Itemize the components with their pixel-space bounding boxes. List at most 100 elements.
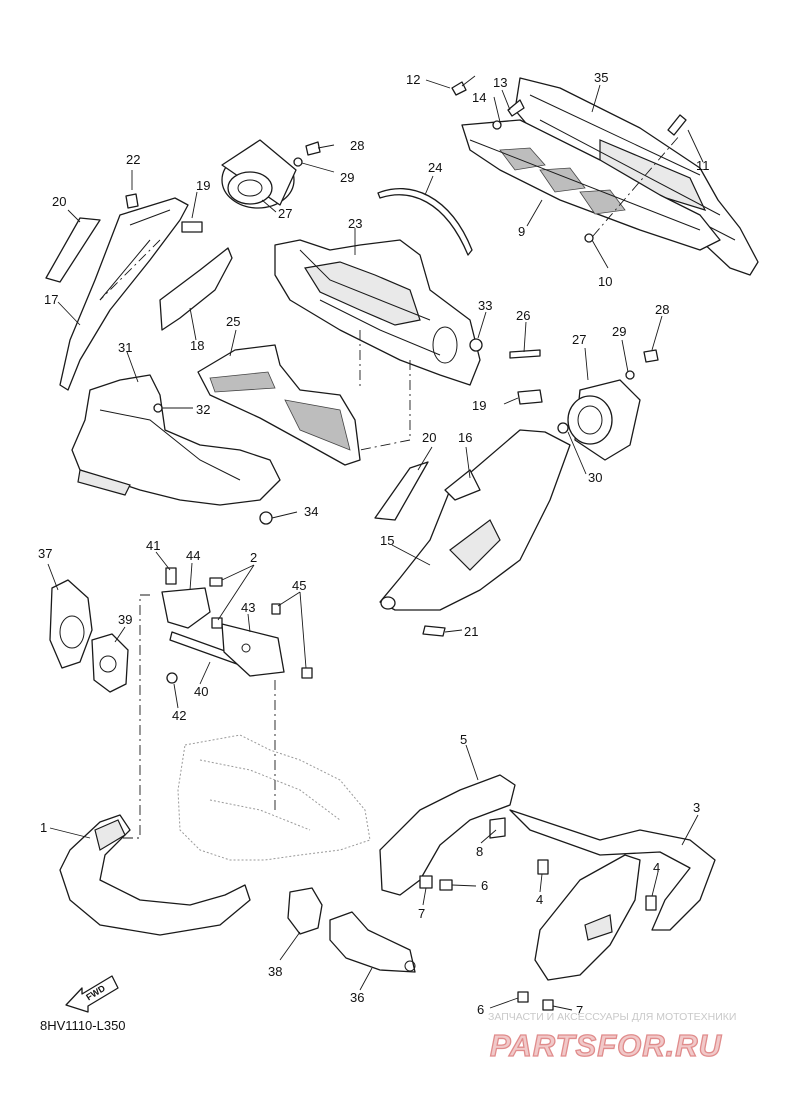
callout-19a: 19 <box>196 178 210 193</box>
pad-19-right <box>517 389 543 405</box>
bolt-21 <box>422 625 446 637</box>
bolt-28-upper <box>305 141 321 156</box>
callout-12: 12 <box>406 72 420 87</box>
part-37-mirror-cover <box>49 579 93 669</box>
callout-5: 5 <box>460 732 467 747</box>
fastener-12 <box>451 75 476 96</box>
callout-37: 37 <box>38 546 52 561</box>
washer-30 <box>557 422 569 434</box>
callout-19b: 19 <box>472 398 486 413</box>
callout-22: 22 <box>126 152 140 167</box>
callout-20b: 20 <box>422 430 436 445</box>
callout-21: 21 <box>464 624 478 639</box>
fastener-10 <box>584 233 594 243</box>
bolt-33 <box>469 338 483 352</box>
callout-39: 39 <box>118 612 132 627</box>
fastener-13 <box>507 99 525 117</box>
callout-43: 43 <box>241 600 255 615</box>
nut-34 <box>259 511 273 525</box>
callout-40: 40 <box>194 684 208 699</box>
bolt-28-right <box>643 349 659 363</box>
callout-9: 9 <box>518 224 525 239</box>
callout-23: 23 <box>348 216 362 231</box>
part-27-right-cup <box>567 379 641 461</box>
washer-29-right <box>625 370 635 380</box>
callout-1: 1 <box>40 820 47 835</box>
callout-15: 15 <box>380 533 394 548</box>
callout-42: 42 <box>172 708 186 723</box>
frame-reference <box>177 734 371 861</box>
nut-7a <box>419 875 433 889</box>
bolt-2a <box>209 577 223 587</box>
nut-42 <box>166 672 178 684</box>
diagram-code: 8HV1110-L350 <box>40 1018 126 1033</box>
callout-30: 30 <box>588 470 602 485</box>
callout-14: 14 <box>472 90 486 105</box>
callout-20a: 20 <box>52 194 66 209</box>
callout-2: 2 <box>250 550 257 565</box>
callout-25: 25 <box>226 314 240 329</box>
part-1-front-cowl <box>59 814 251 936</box>
callout-31: 31 <box>118 340 132 355</box>
callout-44: 44 <box>186 548 200 563</box>
callout-7a: 7 <box>418 906 425 921</box>
clip-32 <box>153 403 163 413</box>
assembly-lines <box>99 239 411 839</box>
pad-19-left <box>181 221 203 233</box>
watermark-brand: PARTSFOR.RU <box>490 1028 723 1063</box>
callout-28b: 28 <box>655 302 669 317</box>
callout-8: 8 <box>476 844 483 859</box>
part-right-cover <box>534 854 641 981</box>
callout-3: 3 <box>693 800 700 815</box>
part-16-trim <box>444 469 481 501</box>
part-3-side-guard <box>509 809 716 931</box>
bolt-2b <box>211 617 223 629</box>
callout-labels: 1 2 3 4 4 5 6 6 7 7 8 9 10 11 12 13 14 1… <box>38 70 710 1018</box>
callout-33: 33 <box>478 298 492 313</box>
part-5-inner-cowl <box>379 774 516 896</box>
callout-41: 41 <box>146 538 160 553</box>
part-44-bracket <box>161 587 211 629</box>
part-43-bracket <box>221 623 285 677</box>
part-27-upper-cup <box>221 139 297 209</box>
part-36-guide <box>329 911 416 973</box>
part-9-duct-panel <box>461 119 721 251</box>
bracket-8 <box>489 817 506 839</box>
bolt-22 <box>125 193 139 209</box>
callout-24: 24 <box>428 160 442 175</box>
callout-34: 34 <box>304 504 318 519</box>
bolt-45b <box>301 667 313 679</box>
part-38-clip <box>287 887 323 935</box>
callout-28a: 28 <box>350 138 364 153</box>
bolt-4b <box>645 895 657 911</box>
part-17-left-side-cowl <box>59 197 189 391</box>
fastener-11 <box>667 114 687 136</box>
callout-4a: 4 <box>536 892 543 907</box>
washer-29-upper <box>293 157 303 167</box>
bolt-6a <box>439 879 453 891</box>
part-24-trim-strip <box>377 188 473 256</box>
decal-20-left <box>45 217 101 283</box>
part-39-bracket <box>91 633 129 693</box>
callout-27b: 27 <box>572 332 586 347</box>
part-31-inner-duct <box>71 374 281 506</box>
leader-lines <box>47 79 704 1011</box>
watermark-tagline: ЗАПЧАСТИ И АКСЕССУАРЫ ДЛЯ МОТОТЕХНИКИ <box>488 1011 736 1023</box>
nut-7b <box>542 999 554 1011</box>
callout-36: 36 <box>350 990 364 1005</box>
callout-29b: 29 <box>612 324 626 339</box>
callout-7b: 7 <box>576 1003 583 1018</box>
callout-16: 16 <box>458 430 472 445</box>
callout-38: 38 <box>268 964 282 979</box>
decal-20-right <box>374 461 429 521</box>
fastener-26 <box>509 349 541 359</box>
callout-18: 18 <box>190 338 204 353</box>
watermark-logo: ЗАПЧАСТИ И АКСЕССУАРЫ ДЛЯ МОТОТЕХНИКИ PA… <box>488 1011 736 1064</box>
callout-45: 45 <box>292 578 306 593</box>
callout-6a: 6 <box>481 878 488 893</box>
part-25-mesh-grille <box>197 344 361 466</box>
callout-11: 11 <box>696 158 710 173</box>
callout-29a: 29 <box>340 170 354 185</box>
callout-32: 32 <box>196 402 210 417</box>
